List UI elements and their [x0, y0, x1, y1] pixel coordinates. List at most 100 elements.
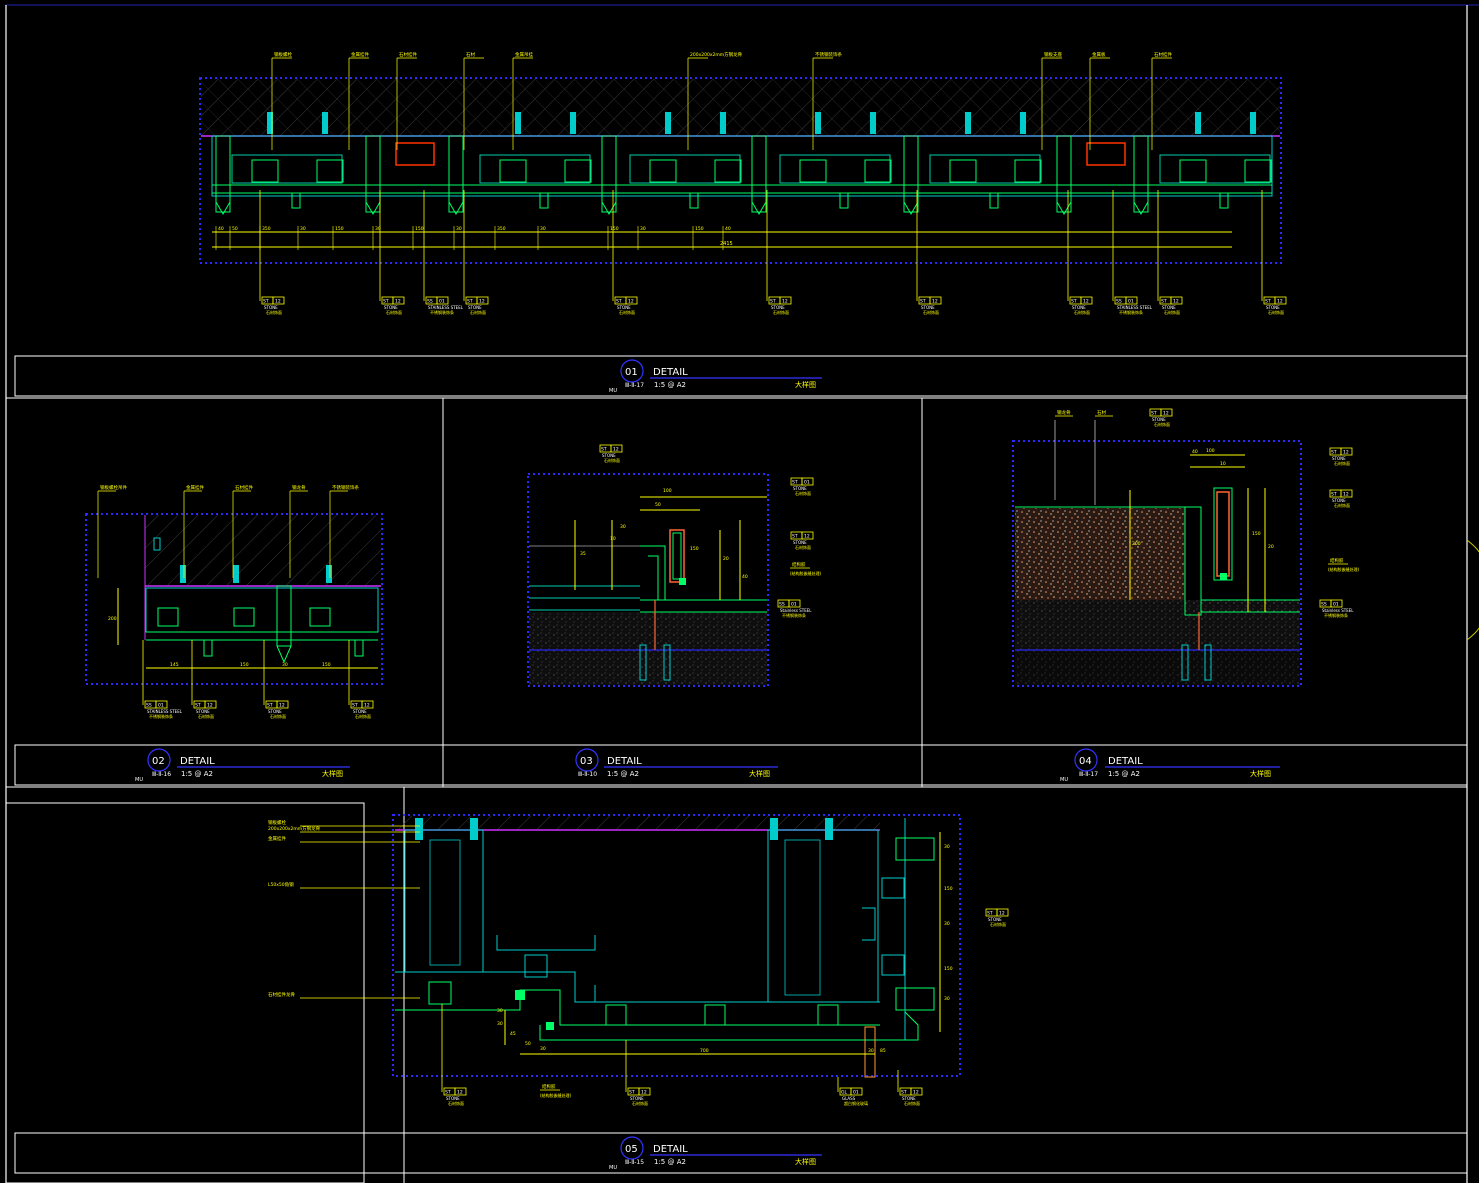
detail-04-note-text: 石材	[1097, 409, 1106, 416]
detail-04-tag-name: Stainless STEEL	[1322, 608, 1354, 613]
detail-05-ref: Ⅲ-Ⅱ-15	[625, 1159, 644, 1166]
detail-01-note-text: 200x200x2mm方钢龙骨	[690, 51, 743, 58]
detail-05-tag-code: ST	[987, 911, 993, 917]
detail-04-tag-name: STONE	[1332, 456, 1346, 461]
detail-01-dim: 30	[456, 226, 462, 232]
detail-01-note: 石材	[464, 51, 484, 59]
detail-01-tag-cn: 石材饰面	[619, 309, 635, 315]
detail-01-tag-num: 12	[628, 299, 634, 305]
detail-05-tag-name: STONE	[988, 917, 1002, 922]
detail-04-tag-name: STONE	[1332, 498, 1346, 503]
detail-05-tag-name: STONE	[630, 1096, 644, 1101]
detail-05-tag-code: GL	[841, 1090, 847, 1096]
detail-04-dim: 20	[1268, 544, 1274, 550]
detail-05-cn: 大样图	[795, 1157, 816, 1166]
detail-01-tag-name: STONE	[468, 305, 482, 310]
detail-04-tag-cn: 石材饰面	[1334, 460, 1350, 466]
detail-01-dim: 50	[232, 226, 238, 232]
detail-05-note-glue-text: 结构胶	[542, 1083, 556, 1090]
detail-03-scale: 1:5 @ A2	[607, 770, 639, 778]
detail-03-tag-code: SS	[779, 602, 785, 608]
detail-05-note: 钢板螺栓	[268, 819, 286, 826]
detail-02-bubble	[147, 748, 171, 772]
detail-01-tag-name: STONE	[1266, 305, 1280, 310]
detail-04-tag-cn: 石材饰面	[1334, 502, 1350, 508]
detail-05-note2: (结构胶嵌缝处理)	[540, 1092, 572, 1098]
detail-05-note: 200x200x2mm方钢龙骨	[268, 825, 321, 832]
detail-01-tag-code: ST	[467, 299, 473, 305]
detail-03-dim: 40	[742, 574, 748, 580]
detail-01-tag-num: 12	[1277, 299, 1283, 305]
detail-05-dim: 30	[497, 1021, 503, 1027]
detail-01-tag-code: ST	[383, 299, 389, 305]
detail-05-dim: 700	[700, 1048, 709, 1054]
detail-01-total-dim: 2415	[720, 241, 733, 247]
detail-02-number: 02	[152, 756, 165, 767]
detail-01-note-text: 不锈钢装饰条	[815, 51, 842, 58]
detail-01-scale: 1:5 @ A2	[654, 381, 686, 389]
detail-03-tag-code: ST	[601, 447, 607, 453]
detail-01-dim: 30	[540, 226, 546, 232]
detail-04-dim: 100	[1206, 448, 1215, 454]
detail-01-module	[779, 112, 892, 209]
detail-02-note-text: 钢龙骨	[292, 484, 306, 491]
detail-01-tag-cn: 石材饰面	[923, 309, 939, 315]
detail-03-tag-code: ST	[792, 534, 798, 540]
detail-04-note2: (结构胶嵌缝处理)	[1328, 566, 1360, 572]
detail-05-title-block: 05 DETAIL Ⅲ-Ⅱ-15 1:5 @ A2 大样图 MU	[14, 1132, 1468, 1174]
detail-02-dim: 145	[170, 662, 179, 668]
detail-03-dim: 30	[620, 524, 626, 530]
detail-03-tag-cn: 石材饰面	[795, 544, 811, 550]
detail-01-module	[479, 112, 592, 209]
detail-01-tag-code: ST	[1071, 299, 1077, 305]
detail-04-tag-code: ST	[1331, 492, 1337, 498]
detail-05-tag-num: 01	[853, 1090, 859, 1096]
detail-01-note-text: 石材挂件	[399, 51, 417, 58]
detail-03-tag-num: 12	[804, 534, 810, 540]
detail-01-tag-num: 12	[479, 299, 485, 305]
detail-03-tag-cn: 石材饰面	[795, 490, 811, 496]
detail-03-note: 结构胶	[790, 561, 810, 569]
detail-01-dim: 350	[497, 226, 506, 232]
detail-01-dim: 150	[415, 226, 424, 232]
detail-01-dim: 30	[375, 226, 381, 232]
detail-01-module	[231, 112, 344, 209]
detail-03-note2: (结构胶嵌缝处理)	[790, 570, 822, 576]
detail-04-dim: 40	[1192, 449, 1198, 455]
detail-01-tag-num: 12	[782, 299, 788, 305]
detail-03-tag-name: STONE	[602, 453, 616, 458]
detail-02-word: DETAIL	[180, 756, 215, 767]
detail-01-note: 钢板支座	[1042, 51, 1062, 59]
detail-02-tag-name: STONE	[268, 709, 282, 714]
detail-02-note: 石材挂件	[233, 484, 253, 492]
sheet-frame	[5, 4, 1479, 1183]
detail-01-tag-code: ST	[263, 299, 269, 305]
detail-01-tag-num: 12	[275, 299, 281, 305]
detail-01-tag-cn: 石材饰面	[386, 309, 402, 315]
detail-05-right-dim: 30	[944, 844, 950, 850]
detail-05-note: L50x50角钢	[268, 881, 294, 888]
detail-01-title-block: 01 DETAIL Ⅲ-Ⅱ-17 1:5 @ A2 大样图 MU	[14, 355, 1468, 397]
detail-02-dim: 150	[322, 662, 331, 668]
detail-03-bubble	[575, 748, 599, 772]
detail-05-tag-code: ST	[445, 1090, 451, 1096]
detail-01-tag-code: ST	[1161, 299, 1167, 305]
detail-01-tag-name: STONE	[617, 305, 631, 310]
detail-04-tag-cn: 石材饰面	[1154, 421, 1170, 427]
detail-01-tag-name: STONE	[1072, 305, 1086, 310]
detail-01-joint	[215, 135, 231, 215]
detail-02-tag-code: ST	[352, 703, 358, 709]
detail-01-tag-num: 12	[1173, 299, 1179, 305]
detail-05-right-dim: 30	[944, 996, 950, 1002]
detail-02-tag-name: STONE	[196, 709, 210, 714]
detail-02-scale: 1:5 @ A2	[181, 770, 213, 778]
